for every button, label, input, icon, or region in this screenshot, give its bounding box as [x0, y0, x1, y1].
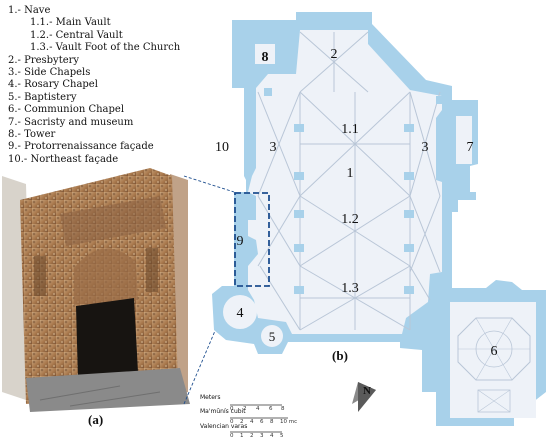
svg-text:4: 4 — [270, 433, 274, 439]
svg-text:0: 0 — [230, 433, 234, 439]
legend-item-5: 5.- Baptistery — [8, 91, 77, 103]
svg-text:8: 8 — [270, 419, 274, 425]
communion-room — [450, 302, 536, 418]
label-main-vault: 1.1 — [341, 122, 359, 137]
svg-text:8: 8 — [281, 406, 285, 412]
svg-text:0: 0 — [230, 419, 234, 425]
photo-doorway — [76, 298, 138, 380]
legend-item-1: 1.- Nave — [8, 5, 51, 16]
rosary-chapel-room — [223, 295, 257, 329]
label-facade: 9 — [237, 234, 244, 249]
svg-text:6: 6 — [260, 419, 264, 425]
legend-item-8: 8.- Tower — [8, 129, 56, 141]
label-rosary-chapel: 4 — [237, 306, 244, 321]
sacristy-room — [456, 116, 472, 164]
label-baptistery: 5 — [269, 329, 276, 344]
svg-text:2: 2 — [243, 406, 247, 412]
legend-item-1-1: 1.1.- Main Vault — [30, 17, 111, 29]
piers — [264, 88, 442, 294]
scale-bars: Meters 0 2 4 6 8 Ma'mūnís cubit 0 2 4 6 … — [200, 394, 297, 439]
scale-label-varas: Valencian varas — [200, 423, 247, 430]
tower-room — [255, 44, 275, 64]
north-label: N — [363, 385, 371, 397]
plan-interior — [248, 30, 442, 334]
legend-list: 1.- Nave 1.1.- Main Vault 1.2.- Central … — [8, 5, 223, 166]
label-central-vault: 1.2 — [341, 212, 359, 227]
north-arrow: N — [352, 382, 376, 412]
label-foot-vault: 1.3 — [341, 281, 359, 296]
baptistery-room — [261, 325, 283, 347]
photo-niche-right — [146, 248, 158, 292]
photo-niche-left — [34, 256, 46, 296]
legend-item-10: 10.- Northeast façade — [8, 153, 119, 165]
svg-text:5: 5 — [280, 433, 284, 439]
legend-item-1-2: 1.2.- Central Vault — [30, 29, 123, 41]
legend-item-9: 9.- Protorrenaissance façade — [8, 141, 154, 153]
legend-item-1-3: 1.3.- Vault Foot of the Church — [30, 42, 181, 54]
facade-photo — [2, 168, 190, 412]
legend-item-2: 2.- Presbytery — [8, 54, 80, 66]
label-nave: 1 — [347, 166, 354, 181]
label-sacristy: 7 — [467, 140, 474, 155]
svg-text:6: 6 — [269, 406, 273, 412]
label-side-chapel-right: 3 — [422, 140, 429, 155]
legend-item-6: 6.- Communion Chapel — [8, 104, 125, 116]
photo-arch-band — [60, 196, 166, 246]
label-presbytery: 2 — [331, 47, 338, 62]
label-communion-chapel: 6 — [491, 344, 498, 359]
legend-item-7: 7.- Sacristy and museum — [8, 116, 134, 128]
label-northeast-facade: 10 — [215, 140, 229, 155]
photo-arch — [74, 248, 138, 305]
svg-text:2: 2 — [250, 433, 254, 439]
connector-top — [183, 175, 235, 193]
photo-floor — [26, 368, 190, 412]
facade-highlight-box — [234, 192, 270, 287]
svg-text:10 mc: 10 mc — [280, 419, 297, 425]
svg-text:1: 1 — [240, 433, 244, 439]
legend-item-4: 4.- Rosary Chapel — [8, 79, 98, 91]
label-tower: 8 — [262, 50, 269, 65]
scale-label-meters: Meters — [200, 394, 221, 401]
facade-niches — [244, 206, 256, 254]
svg-text:3: 3 — [260, 433, 264, 439]
legend-item-3: 3.- Side Chapels — [8, 67, 91, 79]
scale-label-cubit: Ma'mūnís cubit — [200, 408, 246, 415]
svg-text:2: 2 — [240, 419, 244, 425]
label-side-chapel-left: 3 — [270, 140, 277, 155]
photo-caption: (a) — [88, 412, 103, 427]
floor-plan — [212, 12, 546, 426]
svg-text:4: 4 — [250, 419, 254, 425]
plan-caption: (b) — [332, 348, 348, 363]
svg-text:0: 0 — [230, 406, 234, 412]
svg-text:4: 4 — [256, 406, 260, 412]
